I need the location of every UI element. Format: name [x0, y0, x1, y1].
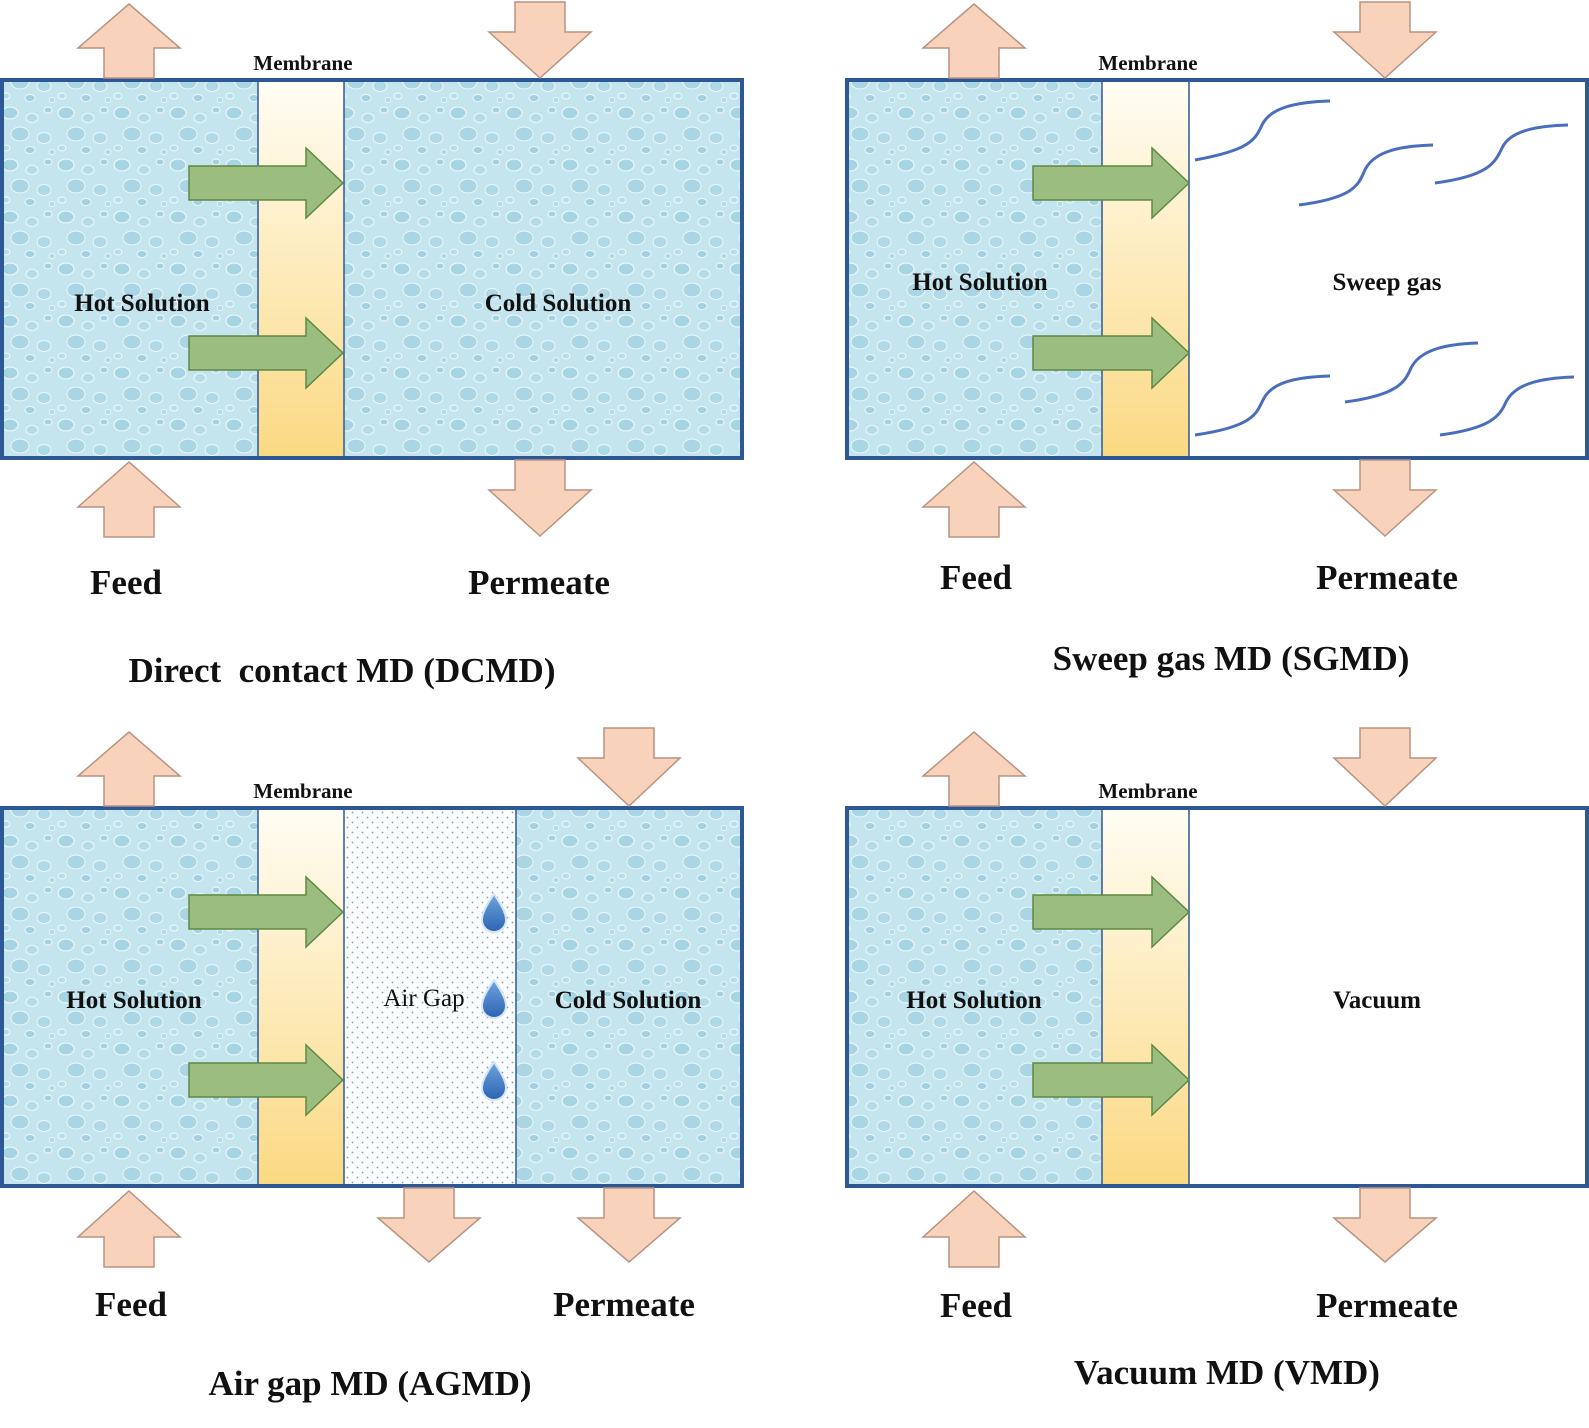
dcmd-cold-solution-label: Cold Solution: [485, 290, 632, 317]
sgmd-permeate-label: Permeate: [1316, 558, 1458, 597]
dcmd-hot-solution-label: Hot Solution: [74, 290, 210, 317]
sgmd-sweep-gas-label: Sweep gas: [1332, 269, 1441, 296]
dcmd-feed-outlet-arrow: [75, 3, 183, 79]
agmd-hot-solution-label: Hot Solution: [66, 987, 202, 1014]
dcmd-frame: [0, 78, 744, 460]
agmd-cold-chamber: [516, 808, 742, 1186]
sgmd-membrane: [1102, 80, 1189, 458]
agmd-frame: [0, 806, 744, 1188]
vmd-feed-label: Feed: [940, 1286, 1012, 1325]
droplet-icon: [480, 892, 508, 933]
dcmd-cold-chamber: [344, 80, 742, 458]
sgmd-feed-inlet-arrow: [921, 460, 1027, 538]
agmd-coolant-outlet-arrow: [575, 1187, 683, 1263]
sgmd-flux-arrow: [1032, 146, 1191, 220]
agmd-membrane: [258, 808, 344, 1186]
vmd-permeate-outlet-arrow: [1331, 1187, 1439, 1263]
agmd-coolant-inlet-arrow: [576, 727, 682, 808]
sgmd-frame: [845, 78, 1589, 460]
agmd-feed-outlet-arrow: [75, 731, 183, 807]
sgmd-flux-arrow: [1032, 316, 1191, 390]
agmd-hot-chamber: [2, 808, 258, 1186]
sweep-gas-wave: [1439, 375, 1575, 437]
sgmd-sweep-inlet-arrow: [1332, 1, 1438, 80]
sgmd-membrane-label: Membrane: [1098, 51, 1197, 75]
sweep-gas-wave: [1434, 123, 1569, 185]
agmd-permeate-outlet-arrow: [375, 1187, 483, 1263]
vmd-feed-inlet-arrow: [921, 1189, 1027, 1268]
dcmd-permeate-label: Permeate: [468, 563, 610, 602]
sweep-gas-wave: [1344, 341, 1479, 404]
dcmd-title: Direct contact MD (DCMD): [129, 651, 556, 690]
dcmd-hot-chamber: [2, 80, 258, 458]
vmd-hot-solution-label: Hot Solution: [906, 987, 1042, 1014]
dcmd-permeate-inlet-arrow: [487, 1, 593, 80]
sgmd-permeate-outlet-arrow: [1332, 459, 1438, 538]
agmd-cold-solution-label: Cold Solution: [555, 987, 702, 1014]
vmd-hot-chamber: [847, 808, 1102, 1186]
panel-sgmd: Membrane Hot Solution Sweep gas Feed Per…: [845, 1, 1589, 678]
sweep-gas-wave: [1194, 99, 1331, 162]
dcmd-flux-arrow: [188, 316, 345, 390]
dcmd-flux-arrow: [188, 146, 345, 220]
vmd-vacuum-chamber: [1189, 808, 1587, 1186]
dcmd-feed-label: Feed: [90, 563, 162, 602]
vmd-membrane: [1102, 808, 1189, 1186]
panel-dcmd: Membrane Hot Solution Cold Solution Feed…: [0, 1, 744, 690]
vmd-top-arrow: [1332, 727, 1438, 808]
vmd-permeate-label: Permeate: [1316, 1286, 1458, 1325]
agmd-permeate-label: Permeate: [553, 1285, 695, 1324]
vmd-title: Vacuum MD (VMD): [1074, 1353, 1380, 1392]
dcmd-membrane-label: Membrane: [253, 51, 352, 75]
vmd-feed-outlet-arrow: [920, 731, 1028, 807]
dcmd-membrane: [258, 80, 344, 458]
sgmd-feed-outlet-arrow: [920, 3, 1028, 79]
agmd-flux-arrow: [188, 875, 345, 949]
sgmd-sweep-chamber: [1189, 80, 1587, 458]
vmd-membrane-label: Membrane: [1098, 779, 1197, 803]
agmd-feed-label: Feed: [95, 1285, 167, 1324]
dcmd-feed-inlet-arrow: [76, 460, 182, 538]
vmd-frame: [845, 806, 1589, 1188]
agmd-air-gap-label: Air Gap: [383, 985, 464, 1012]
sgmd-hot-solution-label: Hot Solution: [912, 269, 1048, 296]
vmd-flux-arrow: [1032, 1043, 1191, 1117]
droplet-icon: [480, 978, 508, 1019]
panel-agmd: Membrane Hot Solution Air Gap Cold Solut…: [0, 727, 744, 1403]
agmd-membrane-label: Membrane: [253, 779, 352, 803]
sweep-gas-wave: [1298, 143, 1434, 207]
sgmd-hot-chamber: [847, 80, 1102, 458]
agmd-title: Air gap MD (AGMD): [208, 1364, 531, 1403]
dcmd-permeate-outlet-arrow: [487, 459, 593, 538]
sweep-gas-wave: [1194, 374, 1331, 437]
vmd-vacuum-label: Vacuum: [1333, 987, 1421, 1014]
agmd-flux-arrow: [188, 1043, 345, 1117]
agmd-feed-inlet-arrow: [76, 1189, 182, 1268]
sgmd-feed-label: Feed: [940, 558, 1012, 597]
sgmd-title: Sweep gas MD (SGMD): [1053, 639, 1410, 678]
panel-vmd: Membrane Hot Solution Vacuum Feed Permea…: [845, 727, 1589, 1392]
vmd-flux-arrow: [1032, 875, 1191, 949]
droplet-icon: [480, 1060, 508, 1101]
